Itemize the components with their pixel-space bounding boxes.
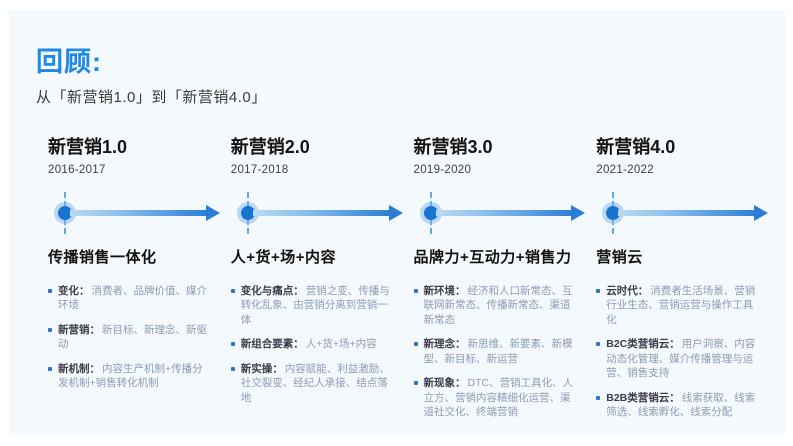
timeline-segment [48,191,231,235]
bullet-item: 新现象：DTC、营销工具化、人立方、营销内容精细化运营、渠道社交化、终端营销 [413,376,579,419]
column-headline: 传播销售一体化 [48,249,157,266]
bullet-text: 用户洞察、内容动态化管理、媒介传播管理与运营、销售支持 [606,338,756,380]
column-period: 2017-2018 [230,164,289,176]
bullet-marker-icon [596,289,601,293]
bullet-marker-icon [230,366,235,371]
column-title: 新营销2.0 [230,137,310,157]
bullet-text: 新目标、新理念、新驱动 [58,323,207,351]
column-period: 2016-2017 [48,164,106,176]
bullet-text: DTC、营销工具化、人立方、营销内容精细化运营、渠道社交化、终端营销 [423,377,574,419]
bullet-list: 新环境：经济和人口新常态、互联网新常态、传播新常态、渠道新常态 新理念：新思维、… [413,284,597,420]
bullet-marker-icon [413,342,418,347]
bullet-label: 新环境： [423,285,466,297]
page-title: 回顾: [36,47,102,77]
column-title: 新营销4.0 [596,137,676,157]
page-subtitle: 从「新营销1.0」到「新营销4.0」 [36,89,267,106]
bullet-label: 新营销： [58,323,100,336]
bullet-marker-icon [48,327,52,332]
timeline-segment [414,191,597,235]
slide-header: 回顾: 从「新营销1.0」到「新营销4.0」 [36,40,785,107]
bullet-item: 变化与痛点：营销之变、传播与转化乱象、由营销分离到营销一体 [230,284,396,327]
bullet-item: B2B类营销云：线索获取、线索筛选、线索孵化、线索分配 [596,391,761,420]
bullet-marker-icon [596,342,601,347]
bullet-marker-icon [48,366,52,371]
column-headline: 品牌力+互动力+销售力 [413,249,572,266]
bullet-text: 经济和人口新常态、互联网新常态、传播新常态、渠道新常态 [423,285,573,326]
timeline-arrowhead-icon [754,205,768,221]
bullet-label: 变化： [58,285,90,297]
bullet-label: 新机制： [58,362,100,375]
bullet-text: 消费者生活场景、营销行业生态、营销运营与操作工具化 [606,285,756,326]
timeline-arrowhead-icon [205,205,220,221]
timeline-arrowhead-icon [388,205,403,221]
column-title: 新营销3.0 [413,137,493,157]
bullet-label: B2B类营销云： [606,391,680,404]
timeline-dot [58,206,72,220]
bullet-marker-icon [413,381,418,386]
bullet-text: 新思维、新要素、新模型、新目标、新运营 [423,338,573,365]
timeline-arrow-bar [252,210,390,216]
bullet-text: 内容赋能、利益激励、社交裂变、经纪人承接、结点落地 [240,362,390,404]
bullet-marker-icon [230,342,235,347]
timeline-segment [596,191,779,235]
bullet-item: 新理念：新思维、新要素、新模型、新目标、新运营 [413,337,579,366]
timeline-arrow-bar [435,210,573,216]
bullet-list: 变化与痛点：营销之变、传播与转化乱象、由营销分离到营销一体 新组合要素：人+货+… [230,284,414,405]
column-headline: 人+货+场+内容 [230,249,337,266]
timeline-arrow-bar [618,210,755,216]
timeline-arrow-bar [70,210,207,216]
bullet-list: 变化：消费者、品牌价值、媒介环境 新营销：新目标、新理念、新驱动 新机制：内容生… [48,284,231,391]
bullet-item: B2C类营销云：用户洞察、内容动态化管理、媒介传播管理与运营、销售支持 [596,337,761,380]
bullet-label: B2C类营销云： [606,338,680,351]
bullet-text: 营销之变、传播与转化乱象、由营销分离到营销一体 [240,285,390,326]
slide: 回顾: 从「新营销1.0」到「新营销4.0」 新营销1.0 2016-2017 … [9,10,785,435]
bullet-marker-icon [230,289,235,293]
timeline-dot [606,206,621,220]
bullet-text: 内容生产机制+传播分发机制+销售转化机制 [58,362,203,390]
timeline-segment [231,191,414,235]
timeline-columns: 新营销1.0 2016-2017 传播销售一体化 变化：消费者、品牌价值、媒介环… [9,133,785,430]
timeline-arrowhead-icon [571,205,586,221]
bullet-item: 新环境：经济和人口新常态、互联网新常态、传播新常态、渠道新常态 [413,284,579,327]
bullet-item: 新实操：内容赋能、利益激励、社交裂变、经纪人承接、结点落地 [230,362,396,405]
bullet-marker-icon [413,289,418,293]
column-headline: 营销云 [596,249,643,266]
bullet-item: 新营销：新目标、新理念、新驱动 [48,323,213,352]
bullet-label: 变化与痛点： [240,285,304,297]
column-title: 新营销1.0 [48,137,128,157]
bullet-label: 新理念： [423,338,466,351]
timeline-dot [240,206,255,220]
bullet-label: 新现象： [423,377,466,390]
column-period: 2021-2022 [596,164,654,176]
bullet-list: 云时代：消费者生活场景、营销行业生态、营销运营与操作工具化 B2C类营销云：用户… [596,284,779,420]
bullet-text: 人+货+场+内容 [305,338,377,351]
bullet-item: 云时代：消费者生活场景、营销行业生态、营销运营与操作工具化 [596,284,761,327]
bullet-text: 消费者、品牌价值、媒介环境 [58,285,207,312]
bullet-label: 云时代： [606,285,649,297]
timeline-dot [423,206,438,220]
bullet-item: 新机制：内容生产机制+传播分发机制+销售转化机制 [48,362,213,391]
bullet-label: 新组合要素： [240,338,304,351]
timeline-column-2: 新营销2.0 2017-2018 人+货+场+内容 变化与痛点：营销之变、传播与… [230,133,414,430]
bullet-text: 线索获取、线索筛选、线索孵化、线索分配 [606,391,756,419]
bullet-item: 新组合要素：人+货+场+内容 [230,337,396,351]
bullet-item: 变化：消费者、品牌价值、媒介环境 [48,284,213,313]
timeline-column-1: 新营销1.0 2016-2017 传播销售一体化 变化：消费者、品牌价值、媒介环… [48,133,231,430]
bullet-label: 新实操： [240,362,283,375]
bullet-marker-icon [48,289,52,293]
column-period: 2019-2020 [413,164,472,176]
timeline-column-3: 新营销3.0 2019-2020 品牌力+互动力+销售力 新环境：经济和人口新常… [413,133,597,430]
bullet-marker-icon [596,395,601,400]
timeline-column-4: 新营销4.0 2021-2022 营销云 云时代：消费者生活场景、营销行业生态、… [596,133,779,430]
